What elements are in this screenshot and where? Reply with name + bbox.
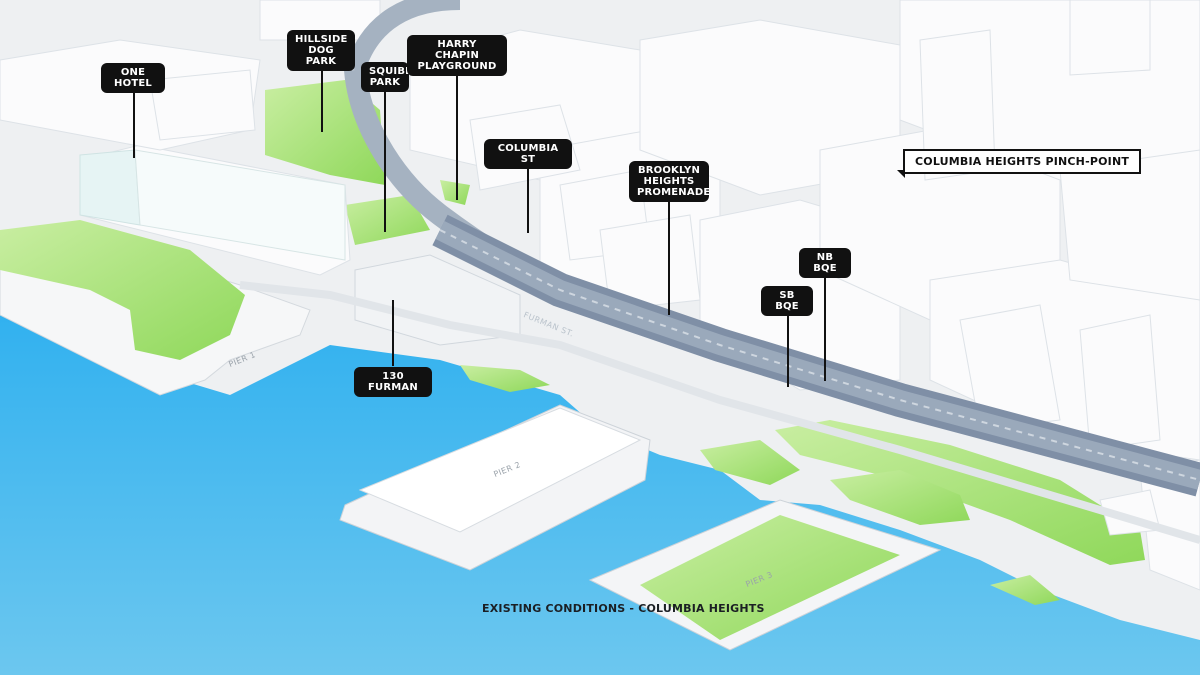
nb-bqe-tag: NB BQE	[799, 248, 851, 278]
leader-squibb	[384, 92, 386, 232]
pier-3-park	[640, 515, 900, 640]
leader-one-hotel	[133, 88, 135, 158]
pier-1-park	[0, 220, 245, 360]
tower-2	[1069, 0, 1151, 76]
waterfront-park-c	[460, 365, 550, 392]
one-hotel-wing	[134, 149, 346, 261]
furman-street	[239, 281, 1200, 544]
one-hotel-building	[79, 149, 141, 226]
pinch-point-pointer	[897, 170, 905, 178]
leader-130-furman	[392, 300, 394, 366]
columbia-heights-pinch-point-tag: COLUMBIA HEIGHTS PINCH-POINT	[903, 149, 1142, 174]
waterfront-park-b	[830, 470, 970, 525]
map-caption: EXISTING CONDITIONS - COLUMBIA HEIGHTS	[482, 602, 765, 615]
leader-harry-chapin	[456, 58, 458, 200]
squibb-park-tag: SQUIBB PARK	[361, 62, 413, 92]
leader-nb-bqe	[824, 263, 826, 381]
leader-sb-bqe	[787, 300, 789, 387]
pier-2-shed	[358, 407, 642, 533]
waterfront-park-a	[700, 440, 800, 485]
leader-promenade	[668, 199, 670, 315]
130-furman-tag: 130 FURMAN	[354, 367, 432, 397]
columbia-st-tag: COLUMBIA ST	[484, 139, 572, 169]
leader-columbia-st	[527, 155, 529, 233]
squibb-park-lawn	[345, 195, 430, 245]
harry-chapin-lawn	[440, 180, 470, 205]
brooklyn-heights-promenade-tag: BROOKLYN HEIGHTS PROMENADE	[629, 161, 710, 202]
hillside-dog-park-tag: HILLSIDE DOG PARK	[287, 30, 355, 71]
harry-chapin-playground-tag: HARRY CHAPIN PLAYGROUND	[407, 35, 507, 76]
bqe-lane-markings	[439, 229, 1200, 481]
one-hotel-tag: ONE HOTEL	[101, 63, 165, 93]
leader-hillside	[321, 56, 323, 132]
brooklyn-bridge-park-lawn	[775, 420, 1145, 565]
sb-bqe-tag: SB BQE	[761, 286, 813, 316]
waterfront-park-d	[990, 575, 1060, 605]
bqe-ramp-top	[345, 0, 461, 74]
